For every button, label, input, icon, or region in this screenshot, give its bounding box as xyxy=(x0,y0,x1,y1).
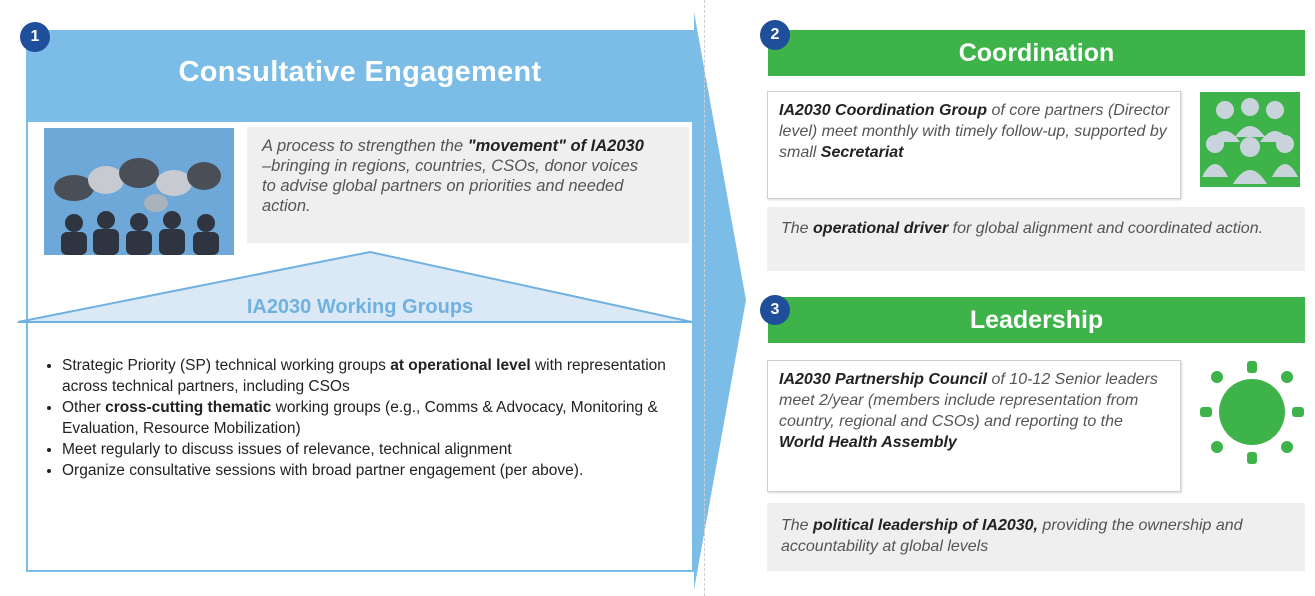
consultative-panel-frame xyxy=(26,30,694,572)
list-item: Strategic Priority (SP) technical workin… xyxy=(62,355,702,397)
coordination-description: IA2030 Coordination Group of core partne… xyxy=(779,102,1170,161)
section-divider xyxy=(704,0,705,596)
working-groups-title: IA2030 Working Groups xyxy=(246,296,474,318)
consultative-header xyxy=(26,30,694,122)
step-badge-1: 1 xyxy=(20,22,50,52)
step-badge-3: 3 xyxy=(760,295,790,325)
leadership-note-box xyxy=(767,503,1305,571)
chevron-arrow-icon xyxy=(694,12,746,590)
leadership-header: Leadership xyxy=(768,297,1305,343)
coordination-box xyxy=(767,91,1181,199)
step-badge-2: 2 xyxy=(760,20,790,50)
consultative-description: A process to strengthen the "movement" o… xyxy=(262,137,644,215)
leadership-note: The political leadership of IA2030, prov… xyxy=(781,517,1243,555)
coordination-header: Coordination xyxy=(768,30,1305,76)
working-groups-list: Strategic Priority (SP) technical workin… xyxy=(40,355,702,481)
list-item: Meet regularly to discuss issues of rele… xyxy=(62,439,702,460)
leadership-description: IA2030 Partnership Council of 10-12 Seni… xyxy=(779,371,1158,451)
group-people-icon xyxy=(1200,92,1300,187)
consultative-title: Consultative Engagement xyxy=(178,56,542,88)
list-item: Organize consultative sessions with broa… xyxy=(62,460,702,481)
round-table-icon xyxy=(1195,355,1310,470)
coordination-note-box xyxy=(767,207,1305,271)
people-speech-bubbles-icon xyxy=(44,128,234,255)
leadership-box xyxy=(767,360,1181,492)
working-groups-roof xyxy=(17,250,693,323)
quote-box xyxy=(247,127,689,243)
coordination-note: The operational driver for global alignm… xyxy=(781,220,1264,237)
list-item: Other cross-cutting thematic working gro… xyxy=(62,397,702,439)
